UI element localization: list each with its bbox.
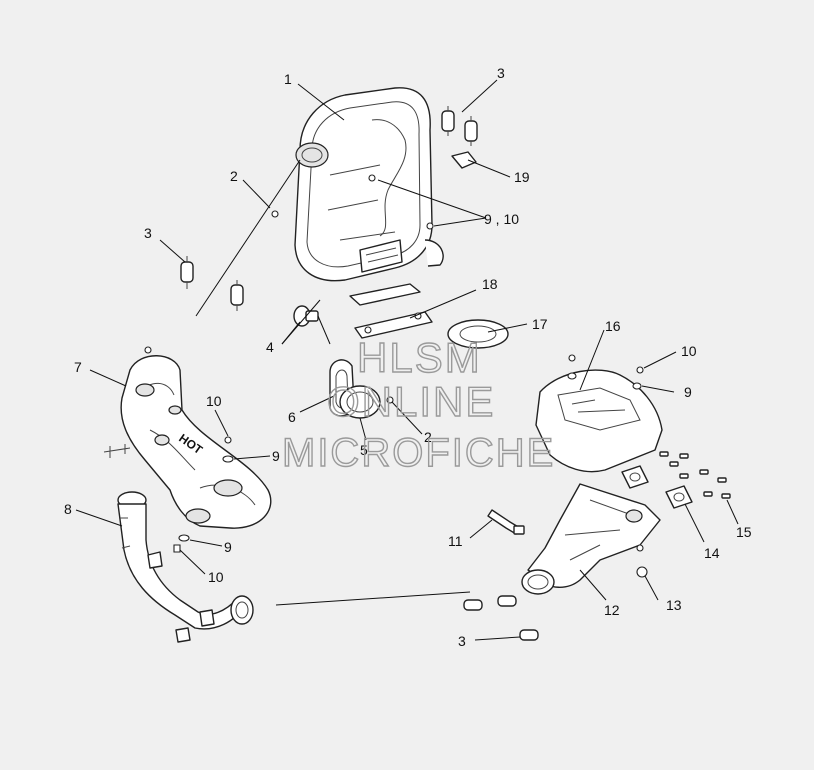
callout-2b: 2 <box>424 429 432 445</box>
callout-14: 14 <box>704 545 720 561</box>
callout-4: 4 <box>266 339 274 355</box>
screw-10a <box>224 436 232 444</box>
heat-shield-pipe: HOT <box>103 346 272 529</box>
callout-12: 12 <box>604 602 620 618</box>
callout-9c: 9 <box>684 384 692 400</box>
studs <box>659 451 731 499</box>
mounting-plate <box>349 283 433 339</box>
washer-9a <box>222 455 234 463</box>
spring-bottom <box>463 595 539 641</box>
spring-left <box>180 256 244 311</box>
callout-3a: 3 <box>497 65 505 81</box>
watermark-line-3: MICROFICHE <box>282 431 555 475</box>
callout-6: 6 <box>288 409 296 425</box>
gasket <box>447 319 509 349</box>
clamp <box>339 385 394 419</box>
callout-9-10: 9 , 10 <box>484 211 519 227</box>
callout-17: 17 <box>532 316 548 332</box>
callout-2a: 2 <box>230 168 238 184</box>
callout-18: 18 <box>482 276 498 292</box>
watermark: HLSM ONLINE MICROFICHE <box>281 333 555 475</box>
callout-3c: 3 <box>458 633 466 649</box>
callout-10b: 10 <box>208 569 224 585</box>
screw-10b <box>173 544 181 553</box>
callout-19: 19 <box>514 169 530 185</box>
callout-3b: 3 <box>144 225 152 241</box>
leader-lines <box>75 79 739 641</box>
bracket <box>451 151 477 169</box>
callout-labels: 1 2 3 19 3 9 , 10 18 17 4 16 10 9 7 10 6… <box>64 65 752 649</box>
muffler <box>294 87 444 282</box>
callout-1: 1 <box>284 71 292 87</box>
callout-10c: 10 <box>681 343 697 359</box>
callout-9a: 9 <box>272 448 280 464</box>
callout-15: 15 <box>736 524 752 540</box>
callout-13: 13 <box>666 597 682 613</box>
washer-9b <box>178 534 190 542</box>
head-pipe <box>117 491 254 643</box>
callout-7: 7 <box>74 359 82 375</box>
watermark-line-1: HLSM <box>357 334 482 381</box>
oxygen-sensor <box>487 509 525 535</box>
callout-11: 11 <box>448 533 463 549</box>
spring-top <box>441 106 478 146</box>
watermark-line-2: ONLINE <box>327 378 495 425</box>
callout-16: 16 <box>605 318 621 334</box>
callout-5: 5 <box>360 442 368 458</box>
exhaust-manifold <box>521 483 661 595</box>
callout-8: 8 <box>64 501 72 517</box>
callout-9b: 9 <box>224 539 232 555</box>
heat-shield-right <box>535 354 663 473</box>
callout-10a: 10 <box>206 393 222 409</box>
nut-13 <box>636 566 648 578</box>
exhaust-gaskets <box>621 465 693 509</box>
nut-left <box>271 210 279 218</box>
